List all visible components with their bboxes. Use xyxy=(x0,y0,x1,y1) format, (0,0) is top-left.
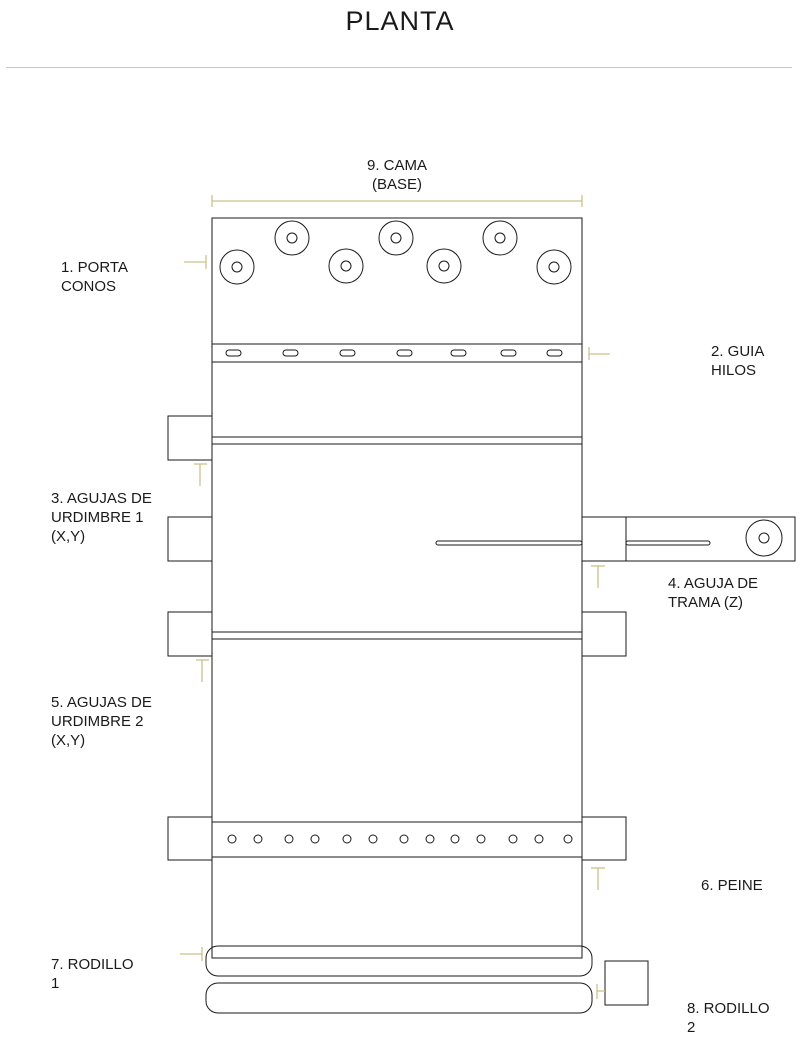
cone-spool xyxy=(536,249,572,285)
cone-spool xyxy=(378,220,414,256)
cone-spool xyxy=(328,248,364,284)
cone-spool xyxy=(482,220,518,256)
roller-1 xyxy=(205,945,593,977)
roller-2 xyxy=(205,960,649,1014)
thread-guide xyxy=(211,343,583,363)
bed-outline xyxy=(211,217,583,959)
warp-needles-1 xyxy=(167,415,582,562)
page-title: PLANTA xyxy=(345,6,455,36)
label-cone-holder: 1. PORTA CONOS xyxy=(61,259,128,295)
weft-needle xyxy=(435,516,796,562)
cone-spool xyxy=(426,248,462,284)
label-roller-2: 8. RODILLO 2 xyxy=(687,1000,770,1036)
title-divider xyxy=(6,67,792,68)
label-comb: 6. PEINE xyxy=(701,877,763,894)
label-weft-needle: 4. AGUJA DE TRAMA (Z) xyxy=(668,575,759,611)
label-thread-guide: 2. GUIA HILOS xyxy=(711,343,765,379)
label-roller-1: 7. RODILLO 1 xyxy=(51,956,134,992)
label-warp-needles-2: 5. AGUJAS DE URDIMBRE 2 (X,Y) xyxy=(51,694,152,749)
cone-holder xyxy=(219,220,572,285)
label-base: 9. CAMA (BASE) xyxy=(366,157,427,193)
cone-spool xyxy=(219,249,255,285)
warp-needles-2 xyxy=(167,611,627,657)
cone-spool xyxy=(274,220,310,256)
label-warp-needles-1: 3. AGUJAS DE URDIMBRE 1 (X,Y) xyxy=(51,490,152,545)
comb xyxy=(167,816,627,861)
